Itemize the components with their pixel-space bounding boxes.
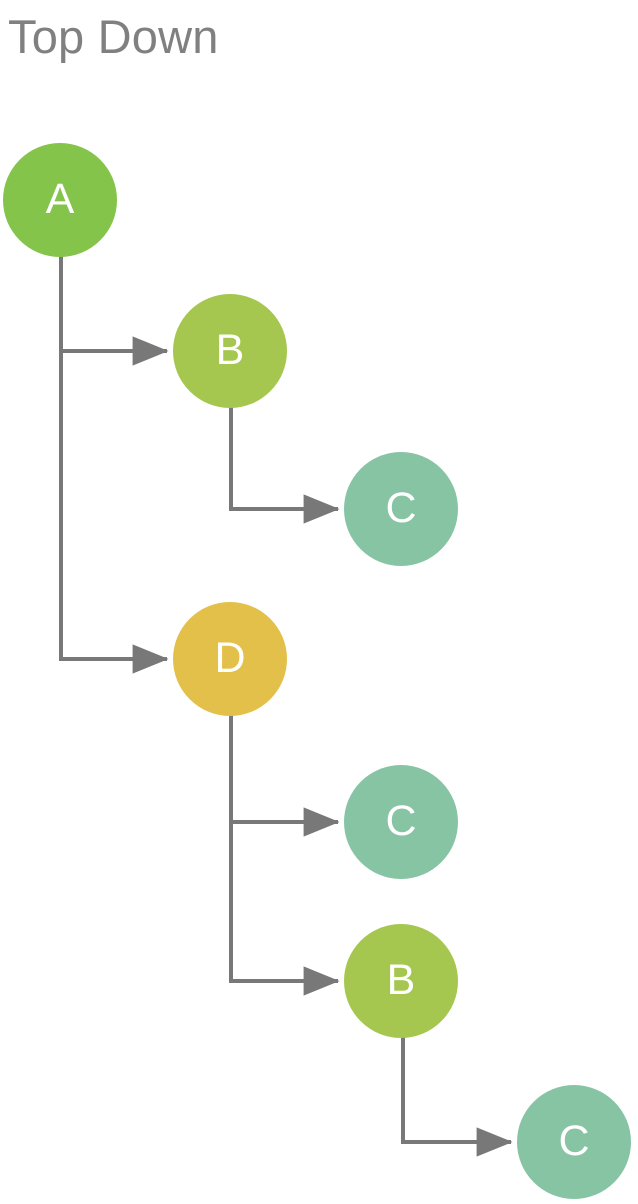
node-b1[interactable]: B <box>173 294 287 408</box>
node-label-c1: C <box>385 483 417 532</box>
node-label-b2: B <box>386 955 416 1004</box>
node-c2[interactable]: C <box>344 765 458 879</box>
node-label-c3: C <box>558 1116 590 1165</box>
node-label-a: A <box>45 174 75 223</box>
edge-d-to-b2 <box>229 715 340 996</box>
node-b2[interactable]: B <box>344 924 458 1038</box>
node-c3[interactable]: C <box>517 1085 631 1199</box>
node-label-c2: C <box>385 796 417 845</box>
node-a[interactable]: A <box>3 143 117 257</box>
edge-b2-to-c3 <box>401 1037 513 1157</box>
node-d[interactable]: D <box>173 602 287 716</box>
node-c1[interactable]: C <box>344 452 458 566</box>
node-label-d: D <box>214 633 246 682</box>
node-label-b1: B <box>215 325 245 374</box>
diagram-title: Top Down <box>8 10 219 63</box>
edge-b1-to-c1 <box>229 407 340 524</box>
edge-a-to-d <box>59 255 169 674</box>
